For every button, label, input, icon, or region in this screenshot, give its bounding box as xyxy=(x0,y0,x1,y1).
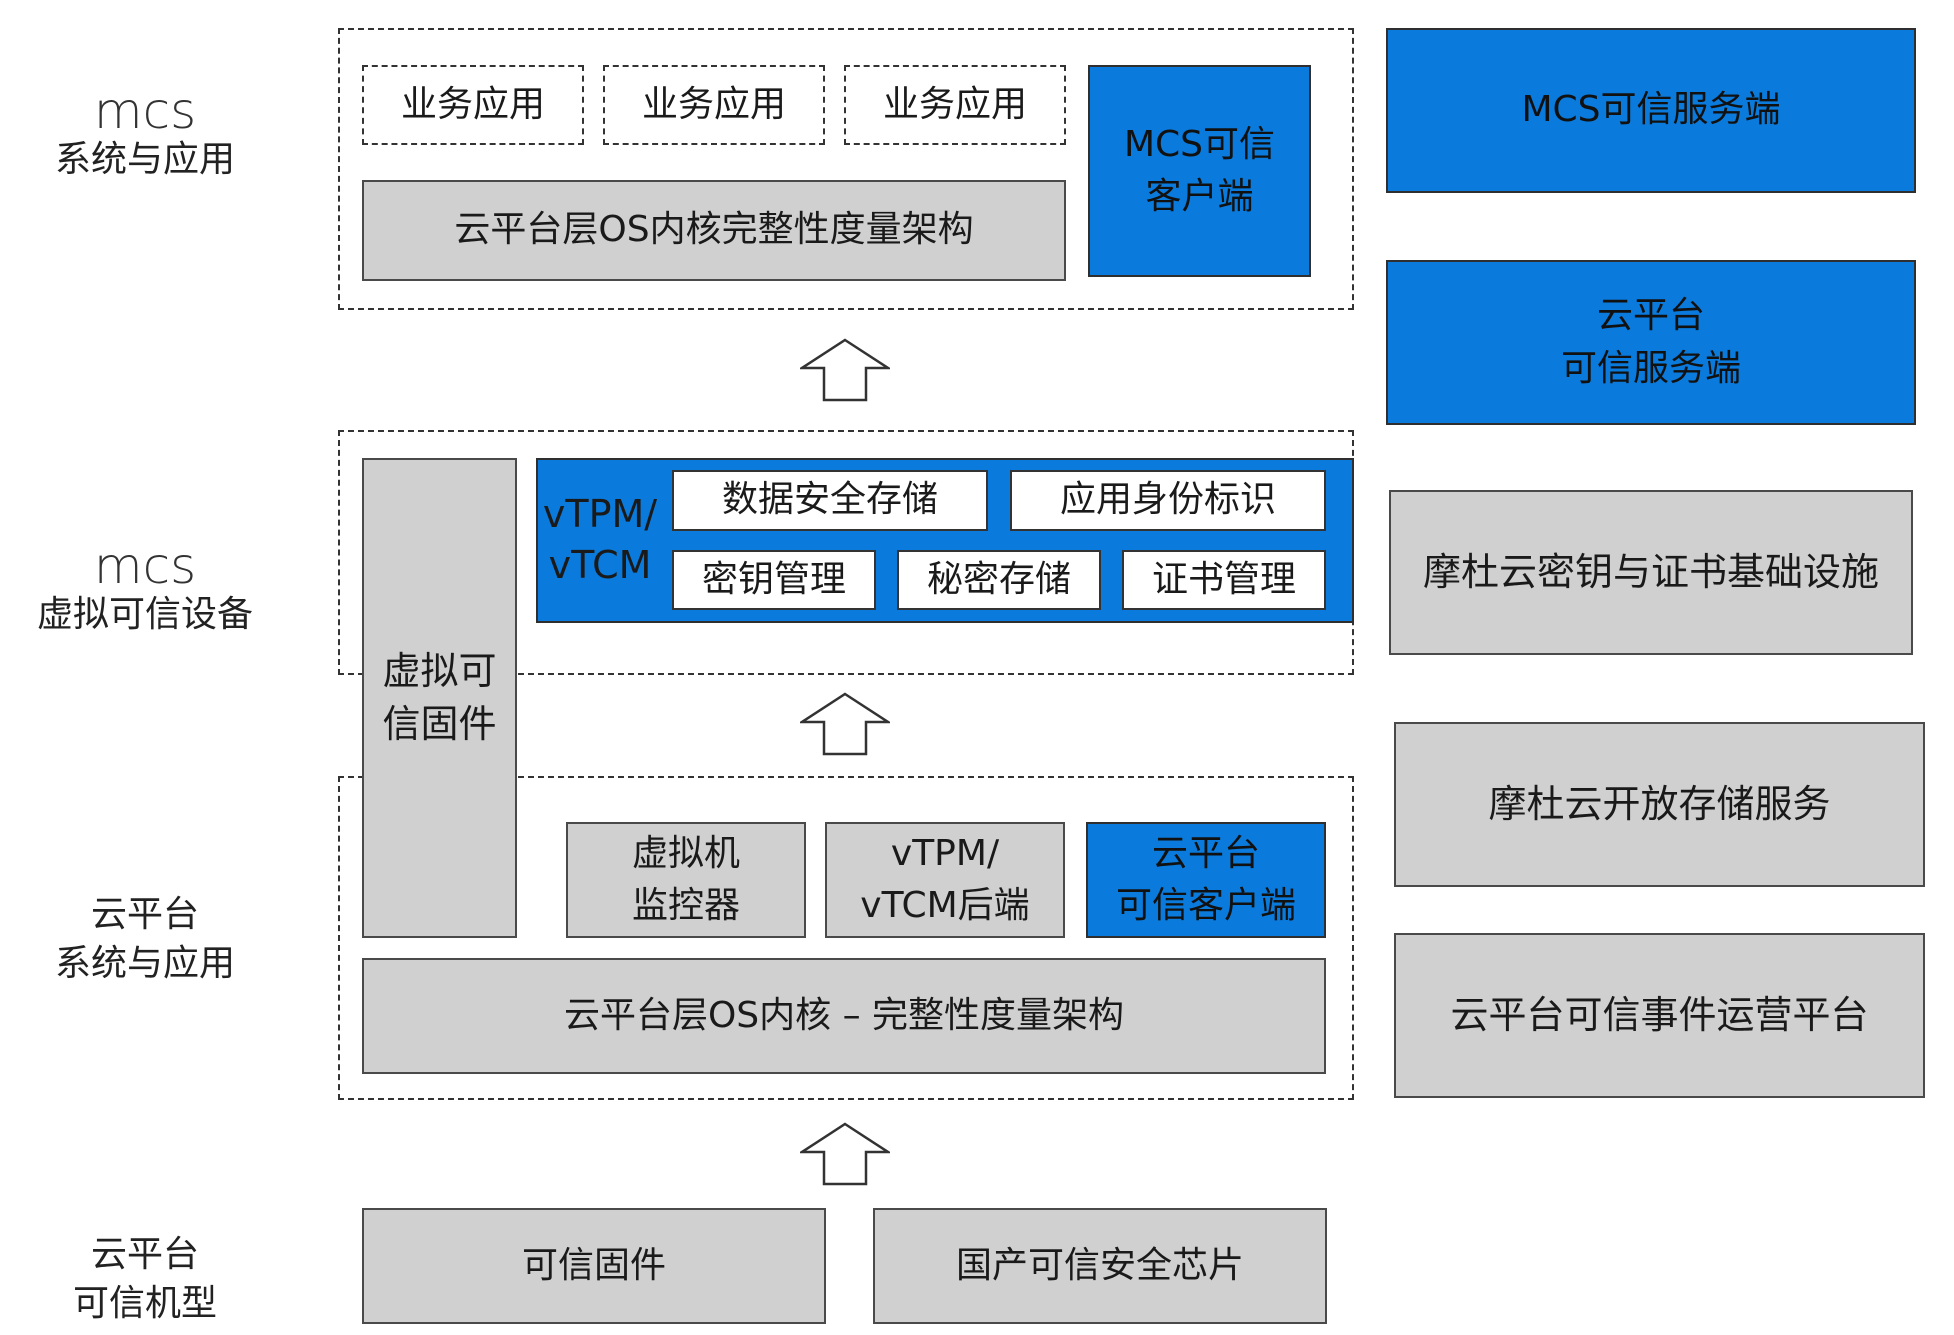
feature-app-identity: 应用身份标识 xyxy=(1010,470,1326,531)
feature-key-management: 密钥管理 xyxy=(672,550,876,610)
domestic-security-chip-box: 国产可信安全芯片 xyxy=(873,1208,1327,1324)
layer-label-mcs-virtual: mcs 虚拟可信设备 xyxy=(10,535,280,645)
trusted-firmware-box: 可信固件 xyxy=(362,1208,826,1324)
layer-label-mcs-system: mcs 系统与应用 xyxy=(20,80,270,190)
cloud-system-region xyxy=(338,776,1354,1100)
cloud-trusted-server-box: 云平台 可信服务端 xyxy=(1386,260,1916,425)
vtpm-label-line2: vTCM xyxy=(548,543,652,587)
layer-label-cloud-hardware: 云平台 可信机型 xyxy=(20,1225,270,1335)
layer-label-top: 云平台 xyxy=(90,1234,199,1276)
business-app-box: 业务应用 xyxy=(603,65,825,145)
vtpm-backend-line2: vTCM后端 xyxy=(860,885,1030,926)
trusted-event-platform-box: 云平台可信事件运营平台 xyxy=(1394,933,1925,1098)
up-arrow-icon xyxy=(800,338,890,402)
cloud-client-line2: 可信客户端 xyxy=(1115,885,1296,926)
layer-label-bottom: 系统与应用 xyxy=(54,943,235,984)
vtpm-backend-line1: vTPM/ xyxy=(890,832,1000,874)
layer-label-top: mcs xyxy=(93,81,197,140)
vtpm-backend-box: vTPM/ vTCM后端 xyxy=(825,822,1065,938)
vtpm-label: vTPM/ vTCM xyxy=(536,480,664,600)
layer-label-bottom: 可信机型 xyxy=(72,1283,217,1324)
up-arrow-icon xyxy=(800,1122,890,1186)
feature-secret-storage: 秘密存储 xyxy=(897,550,1101,610)
cloud-client-line1: 云平台 xyxy=(1151,832,1260,874)
virtual-trusted-firmware-box: 虚拟可 信固件 xyxy=(362,458,517,938)
mcs-client-line1: MCS可信 xyxy=(1123,123,1276,165)
key-cert-infrastructure-box: 摩杜云密钥与证书基础设施 xyxy=(1389,490,1913,655)
vm-monitor-line2: 监控器 xyxy=(631,885,740,926)
cloud-server-line2: 可信服务端 xyxy=(1560,347,1741,389)
layer-label-top: mcs xyxy=(93,536,197,595)
layer-label-bottom: 系统与应用 xyxy=(54,138,235,180)
open-storage-service-box: 摩杜云开放存储服务 xyxy=(1394,722,1925,887)
cloud-server-line1: 云平台 xyxy=(1596,295,1705,337)
layer-label-cloud-system: 云平台 系统与应用 xyxy=(20,885,270,995)
vm-monitor-line1: 虚拟机 xyxy=(631,832,740,874)
virtual-firmware-line1: 虚拟可 xyxy=(382,648,497,693)
feature-cert-management: 证书管理 xyxy=(1122,550,1326,610)
layer-label-bottom: 虚拟可信设备 xyxy=(36,593,253,635)
mcs-kernel-measurement-box: 云平台层OS内核完整性度量架构 xyxy=(362,180,1066,281)
mcs-trusted-server-box: MCS可信服务端 xyxy=(1386,28,1916,193)
virtual-firmware-line2: 信固件 xyxy=(382,702,497,746)
business-app-box: 业务应用 xyxy=(844,65,1066,145)
layer-label-top: 云平台 xyxy=(90,894,199,936)
feature-data-secure-storage: 数据安全存储 xyxy=(672,470,988,531)
mcs-client-line2: 客户端 xyxy=(1145,176,1254,217)
cloud-trusted-client-box: 云平台 可信客户端 xyxy=(1086,822,1326,938)
vm-monitor-box: 虚拟机 监控器 xyxy=(566,822,806,938)
up-arrow-icon xyxy=(800,692,890,756)
vtpm-label-line1: vTPM/ xyxy=(542,491,658,536)
business-app-box: 业务应用 xyxy=(362,65,584,145)
cloud-kernel-measurement-box: 云平台层OS内核 – 完整性度量架构 xyxy=(362,958,1326,1074)
mcs-trusted-client-box: MCS可信 客户端 xyxy=(1088,65,1311,277)
mcs-system-region xyxy=(338,28,1354,310)
